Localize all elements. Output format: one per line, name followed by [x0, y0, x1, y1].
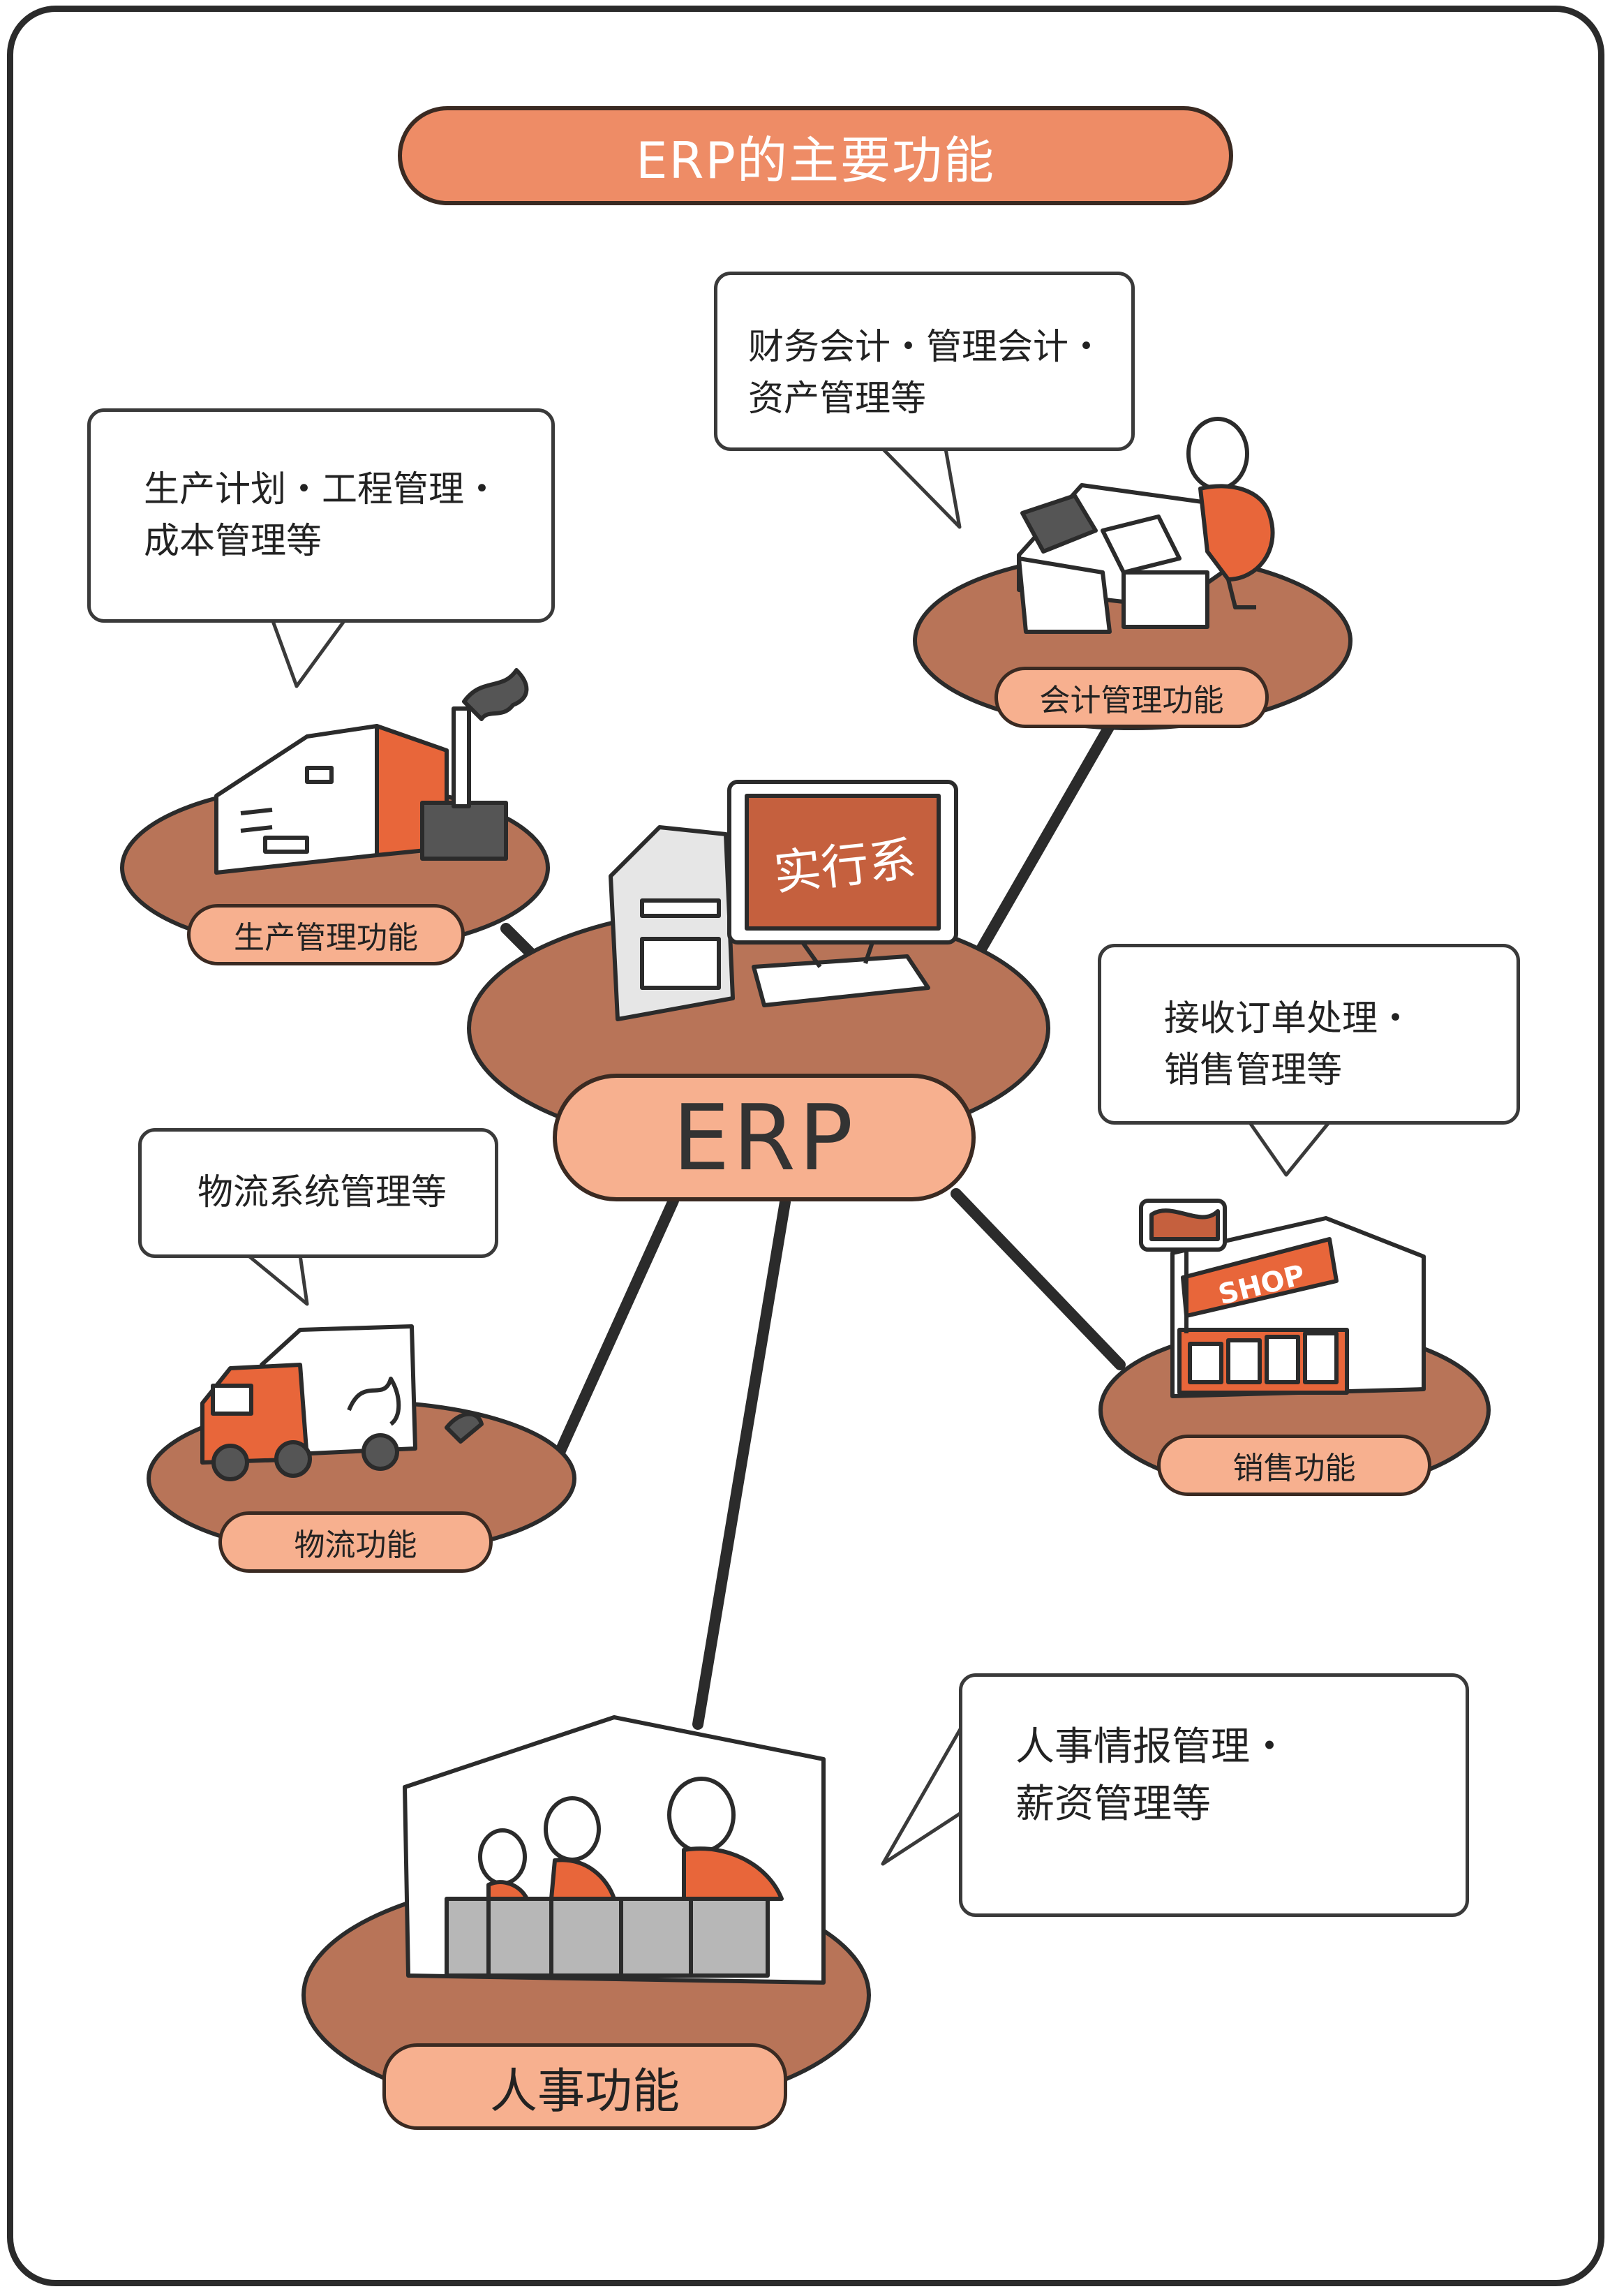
bubble-hr: 人事情报管理・ 薪资管理等: [959, 1673, 1469, 1917]
bubble-accounting-line-2: 资产管理等: [748, 378, 927, 420]
bubble-logistics: 物流系统管理等: [138, 1128, 498, 1258]
bubble-tail-logistics: [246, 1253, 309, 1306]
bubble-sales: 接收订单处理・ 销售管理等: [1098, 944, 1520, 1125]
truck-icon: [200, 1324, 484, 1481]
office-icon: [403, 1715, 826, 1985]
label-hr: 人事功能: [382, 2043, 787, 2130]
bubble-production-line-1: 生产计划・工程管理・: [144, 469, 500, 510]
bubble-production: 生产计划・工程管理・ 成本管理等: [87, 408, 555, 623]
page-title: ERP的主要功能: [398, 106, 1233, 205]
computer-icon: [609, 780, 958, 1021]
bubble-sales-line-1: 接收订单处理・: [1164, 998, 1414, 1039]
erp-hub-label: ERP: [553, 1074, 976, 1201]
bubble-logistics-line-1: 物流系统管理等: [198, 1172, 447, 1213]
bubble-accounting: 财务会计・管理会计・ 资产管理等: [714, 272, 1135, 451]
connector-logistics: [553, 1195, 679, 1461]
bubble-hr-line-2: 薪资管理等: [1015, 1782, 1211, 1827]
bubble-sales-line-2: 销售管理等: [1164, 1050, 1343, 1091]
bubble-tail-production: [270, 617, 348, 688]
label-accounting: 会计管理功能: [994, 667, 1269, 728]
shop-icon: [1139, 1199, 1426, 1398]
connector-sales: [951, 1188, 1126, 1370]
label-sales: 销售功能: [1157, 1435, 1431, 1496]
bubble-hr-line-1: 人事情报管理・: [1015, 1724, 1289, 1770]
bubble-tail-sales: [1247, 1120, 1332, 1177]
accountant-icon: [1017, 417, 1275, 634]
connector-hr: [692, 1197, 791, 1730]
label-production: 生产管理功能: [187, 904, 465, 965]
bubble-tail-accounting: [881, 447, 962, 529]
factory-icon: [214, 668, 529, 875]
label-logistics: 物流功能: [218, 1511, 493, 1573]
bubble-accounting-line-1: 财务会计・管理会计・: [748, 327, 1105, 368]
bubble-production-line-2: 成本管理等: [144, 521, 322, 562]
bubble-tail-hr: [881, 1722, 965, 1866]
connector-accounting: [971, 720, 1115, 962]
